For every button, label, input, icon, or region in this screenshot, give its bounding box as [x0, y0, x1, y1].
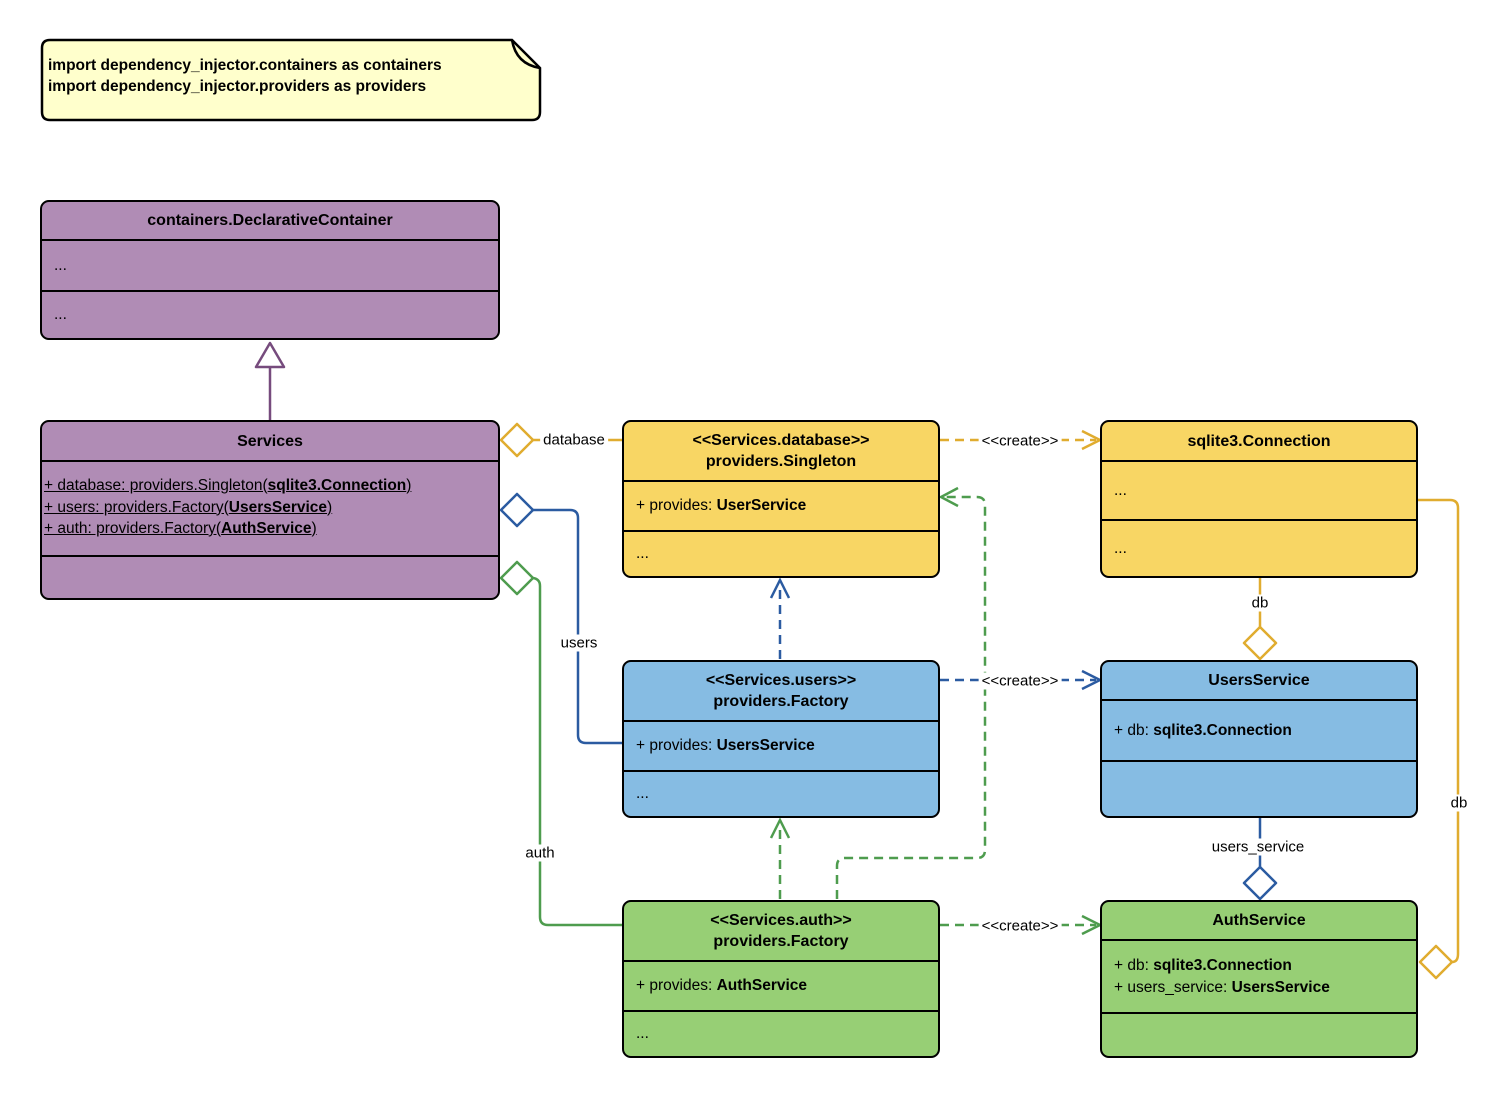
class-attributes-compartment: + db: sqlite3.Connection — [1102, 699, 1416, 760]
attribute-database: + database: providers.Singleton(sqlite3.… — [44, 477, 412, 494]
class-attributes-compartment: + database: providers.Singleton(sqlite3.… — [42, 460, 498, 555]
imports-note: import dependency_injector.containers as… — [40, 38, 542, 122]
ellipsis-text: ... — [54, 306, 67, 323]
attribute-db: + db: sqlite3.Connection — [1114, 956, 1292, 974]
aggregation-edge-db-usersservice — [1242, 578, 1278, 661]
class-title: <<Services.database>> providers.Singleto… — [624, 422, 938, 480]
class-auth-factory: <<Services.auth>> providers.Factory + pr… — [622, 900, 940, 1058]
class-stereotype: <<Services.users>> — [705, 672, 857, 689]
class-methods-compartment — [42, 555, 498, 598]
class-declarative-container: containers.DeclarativeContainer ... ... — [40, 200, 500, 340]
inheritance-arrow-services-to-declarativecontainer — [254, 341, 286, 420]
class-stereotype: <<Services.auth>> — [710, 912, 852, 929]
class-title-text: containers.DeclarativeContainer — [147, 212, 393, 229]
class-users-factory: <<Services.users>> providers.Factory + p… — [622, 660, 940, 818]
class-attributes-compartment: + db: sqlite3.Connection + users_service… — [1102, 939, 1416, 1012]
dependency-arrow-authfactory-to-singleton — [835, 486, 987, 899]
class-title: <<Services.auth>> providers.Factory — [624, 902, 938, 960]
class-title-text: Services — [237, 432, 303, 450]
class-methods-compartment: ... — [42, 290, 498, 338]
class-methods-compartment: ... — [624, 770, 938, 816]
aggregation-edge-users-service-authservice — [1242, 818, 1278, 901]
class-services: Services + database: providers.Singleton… — [40, 420, 500, 600]
attribute-provides: + provides: AuthService — [636, 977, 808, 994]
class-title: containers.DeclarativeContainer — [42, 202, 498, 239]
class-stereotype: <<Services.database>> — [692, 432, 870, 449]
class-title-text: providers.Singleton — [705, 453, 857, 470]
note-line-1: import dependency_injector.containers as… — [48, 57, 442, 74]
class-methods-compartment: ... — [624, 530, 938, 576]
class-database-singleton: <<Services.database>> providers.Singleto… — [622, 420, 940, 578]
class-methods-compartment — [1102, 760, 1416, 816]
ellipsis-text: ... — [636, 785, 649, 802]
note-text: import dependency_injector.containers as… — [48, 55, 442, 97]
class-attributes-compartment: ... — [1102, 460, 1416, 519]
edge-label-auth: auth — [522, 844, 558, 862]
class-title: Services — [42, 422, 498, 460]
class-auth-service: AuthService + db: sqlite3.Connection + u… — [1100, 900, 1418, 1058]
edge-label-create-users: <<create>> — [978, 672, 1062, 690]
dependency-arrow-usersfactory-to-singleton — [769, 577, 791, 659]
class-attributes-compartment: + provides: AuthService — [624, 960, 938, 1010]
attribute-auth: + auth: providers.Factory(AuthService) — [44, 520, 317, 537]
note-shape — [40, 38, 542, 122]
class-attributes-compartment: + provides: UsersService — [624, 720, 938, 770]
edge-label-create-auth: <<create>> — [978, 917, 1062, 935]
class-title-text: providers.Factory — [713, 933, 849, 950]
ellipsis-text: ... — [1114, 481, 1127, 499]
class-title-text: UsersService — [1208, 672, 1310, 689]
attribute-users-service: + users_service: UsersService — [1114, 978, 1330, 996]
edge-label-db-usersservice: db — [1248, 594, 1272, 612]
class-title: UsersService — [1102, 662, 1416, 699]
dependency-arrow-authfactory-to-usersfactory — [769, 817, 791, 899]
edge-label-database: database — [540, 431, 608, 449]
edge-label-create-database: <<create>> — [978, 432, 1062, 450]
attribute-provides: + provides: UserService — [636, 497, 807, 514]
edge-label-db-authservice: db — [1447, 794, 1471, 812]
class-attributes-compartment: + provides: UserService — [624, 480, 938, 530]
aggregation-edge-auth — [499, 560, 622, 927]
edge-label-users-service: users_service — [1208, 838, 1308, 856]
class-sqlite-connection: sqlite3.Connection ... ... — [1100, 420, 1418, 578]
note-line-2: import dependency_injector.providers as … — [48, 78, 427, 95]
class-title-text: AuthService — [1212, 912, 1306, 929]
ellipsis-text: ... — [636, 545, 649, 562]
aggregation-edge-users — [499, 492, 622, 745]
class-title-text: providers.Factory — [713, 693, 849, 710]
attribute-db: + db: sqlite3.Connection — [1114, 721, 1292, 739]
class-title: <<Services.users>> providers.Factory — [624, 662, 938, 720]
class-title: sqlite3.Connection — [1102, 422, 1416, 460]
edge-label-users: users — [557, 634, 601, 652]
attribute-users: + users: providers.Factory(UsersService) — [44, 498, 333, 516]
aggregation-edge-db-authservice — [1418, 498, 1460, 980]
class-users-service: UsersService + db: sqlite3.Connection — [1100, 660, 1418, 818]
class-methods-compartment: ... — [624, 1010, 938, 1056]
class-title-text: sqlite3.Connection — [1187, 432, 1331, 450]
class-methods-compartment: ... — [1102, 519, 1416, 576]
ellipsis-text: ... — [636, 1025, 649, 1042]
class-methods-compartment — [1102, 1012, 1416, 1056]
attribute-provides: + provides: UsersService — [636, 737, 815, 754]
class-attributes-compartment: ... — [42, 239, 498, 290]
ellipsis-text: ... — [54, 256, 67, 274]
ellipsis-text: ... — [1114, 539, 1127, 557]
class-title: AuthService — [1102, 902, 1416, 939]
